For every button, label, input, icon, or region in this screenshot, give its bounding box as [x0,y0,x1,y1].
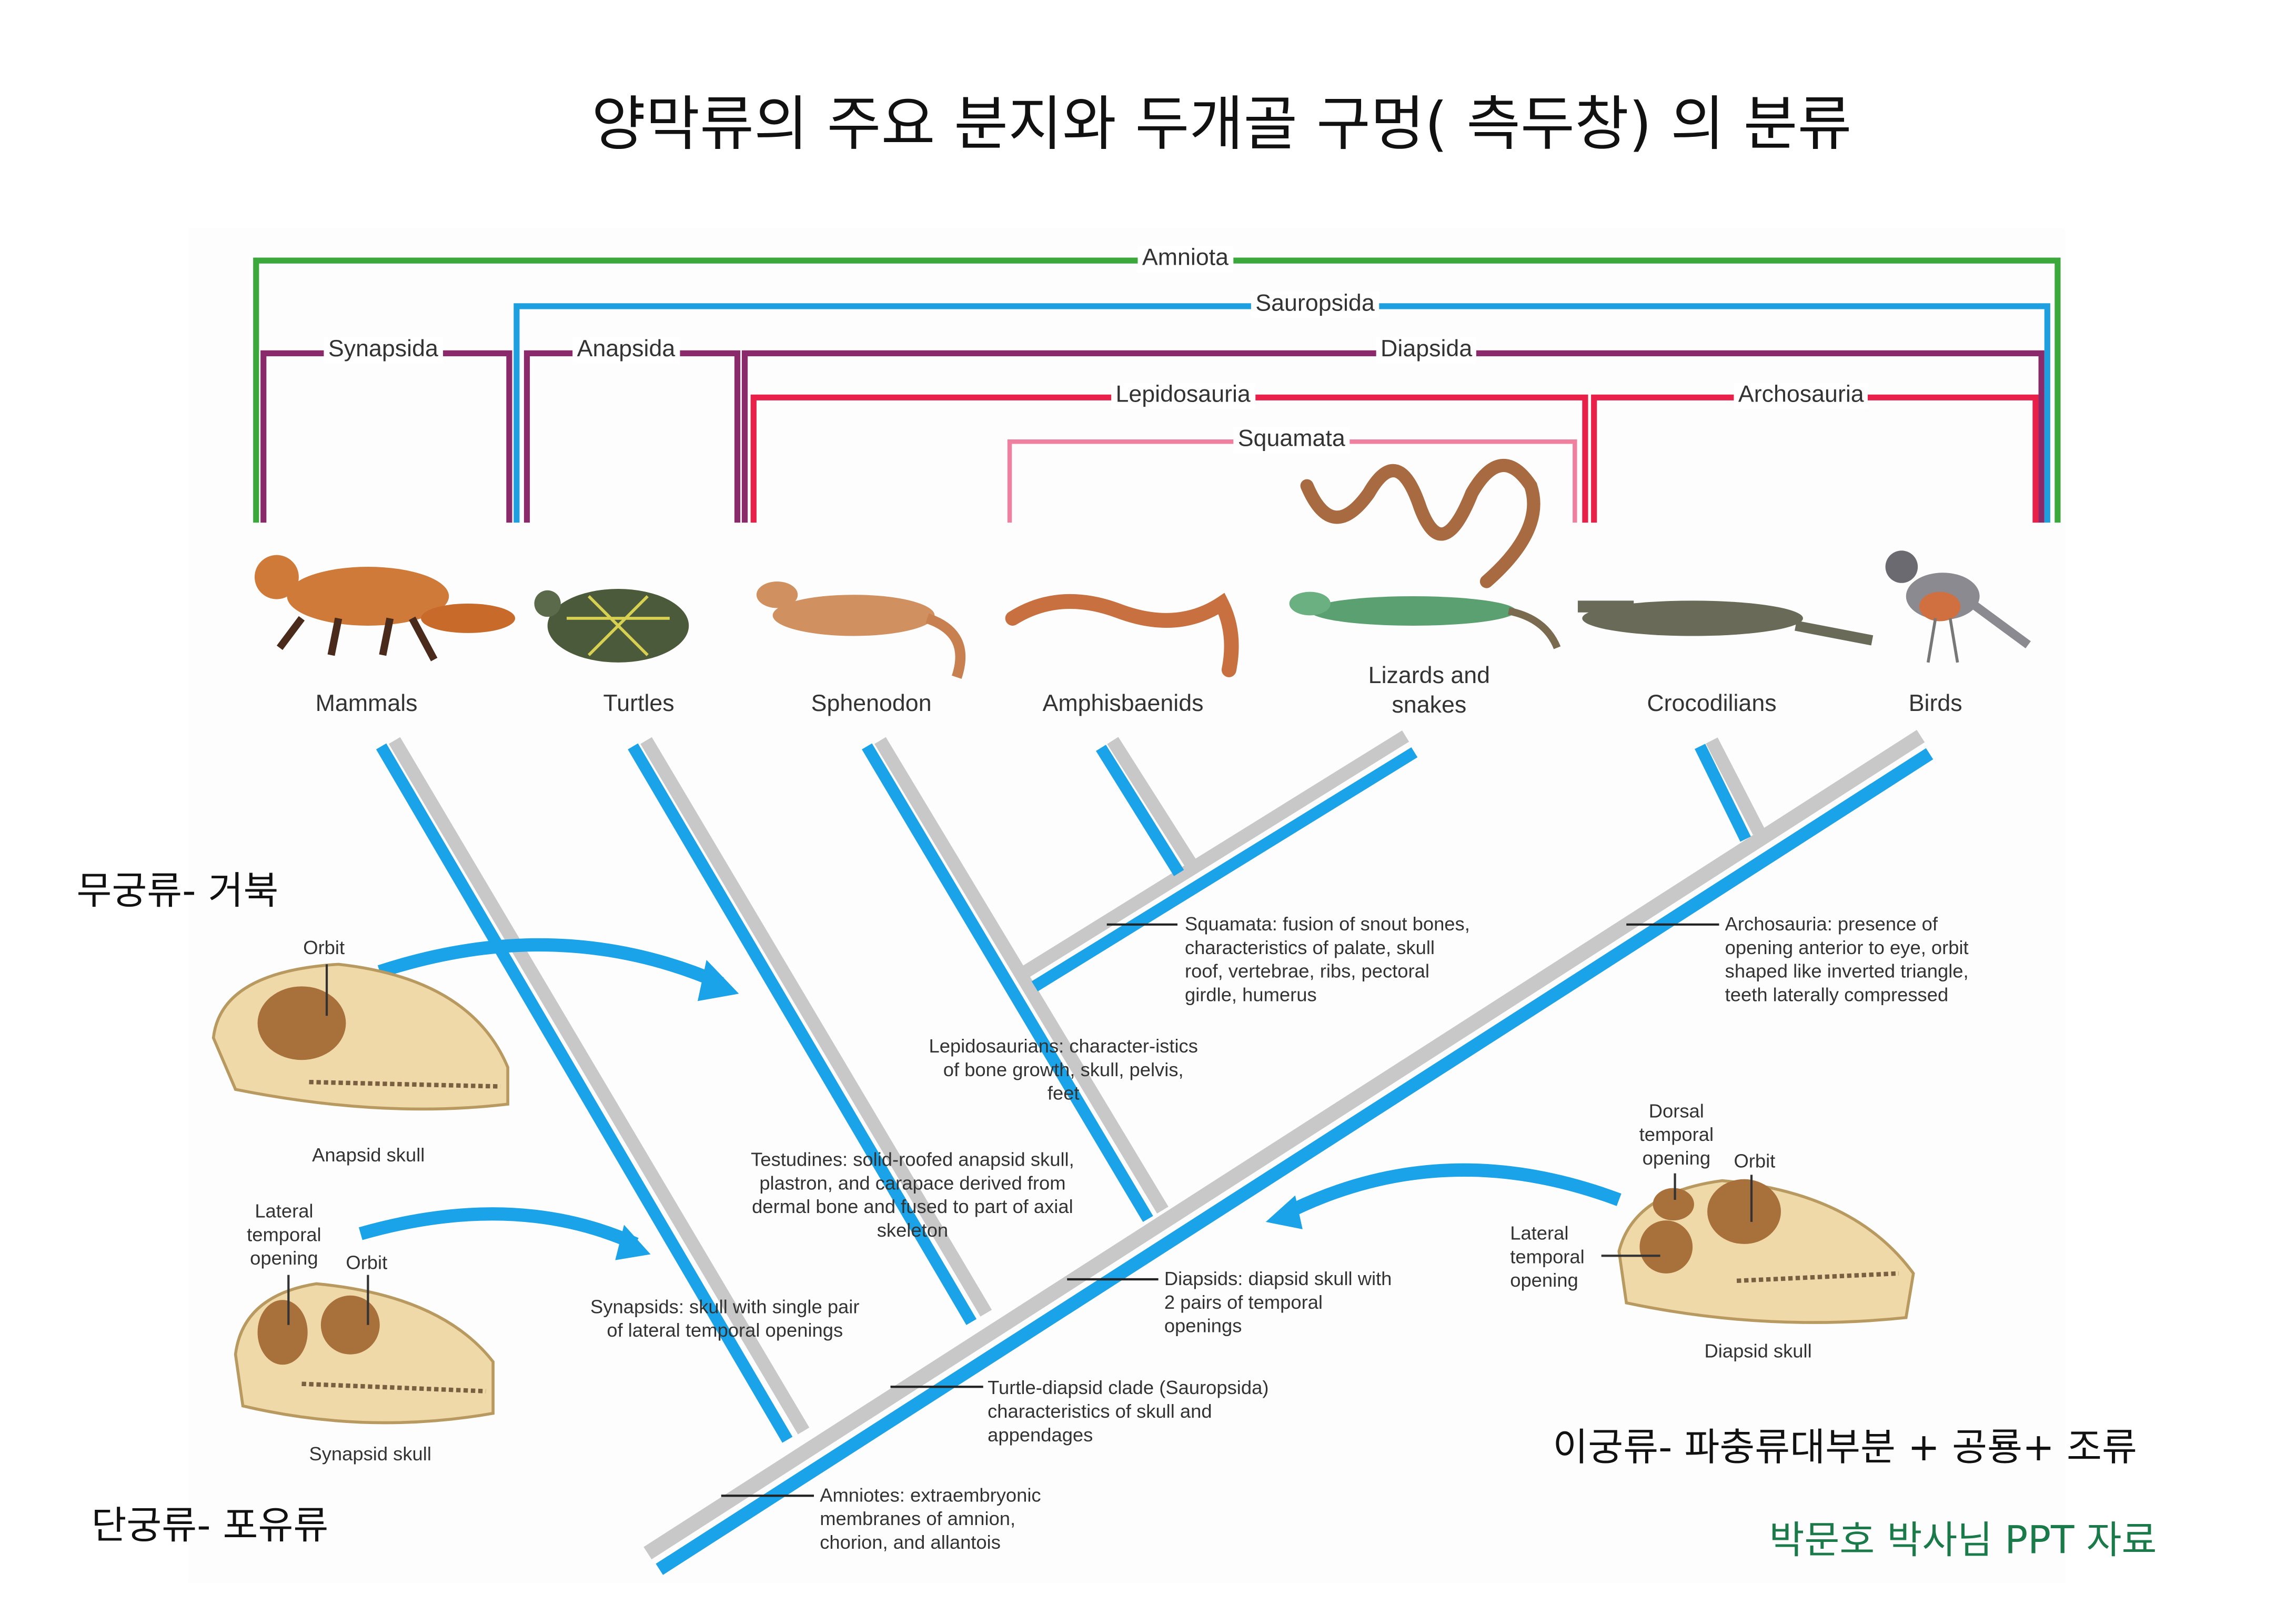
squamata-branch [1022,730,1418,991]
turtles-branch [628,737,992,1325]
taxon-turtles: Turtles [603,691,674,717]
bird-illustration [1885,550,2031,663]
credit-text: 박문호 박사님 PPT 자료 [1769,1519,2157,1563]
synapsid-lateral-label: Lateral temporal opening [247,1199,321,1269]
note-lepidosaurians: Lepidosaurians: character-istics of bone… [929,1035,1198,1105]
taxon-sphenodon: Sphenodon [811,691,932,717]
taxon-amphisbaenids: Amphisbaenids [1042,691,1204,717]
squamata-bracket [1007,439,1577,523]
korean-label-anapsid: 무궁류- 거북 [76,870,279,915]
clade-label-diapsida: Diapsida [1376,337,1477,364]
diapsid-lateral-label: Lateral temporal opening [1510,1221,1585,1291]
synapsid-orbit-label: Orbit [346,1251,388,1274]
clade-label-squamata: Squamata [1233,427,1350,454]
clade-label-synapsida: Synapsida [324,337,443,364]
lizard-illustration [1289,592,1561,649]
archosauria-bracket [1591,394,2039,523]
taxon-birds: Birds [1908,691,1962,717]
amphisbaenids-branch [1096,737,1198,876]
diapsid-dorsal-label: Dorsal temporal opening [1639,1099,1714,1169]
crocodile-illustration [1577,600,1874,646]
trunk-branch [643,729,1934,1575]
anapsid-orbit-label: Orbit [303,936,345,959]
taxon-lizards-and-snakes: Lizards and snakes [1368,664,1491,719]
clade-label-anapsida: Anapsida [572,337,680,364]
clade-label-sauropsida: Sauropsida [1251,291,1379,318]
korean-label-synapsid: 단궁류- 포유류 [91,1505,329,1549]
note-squamata: Squamata: fusion of snout bones, charact… [1184,913,1470,1006]
anapsid-skull-caption: Anapsid skull [312,1144,425,1166]
anapsid-arrow [377,938,724,990]
turtle-illustration [534,589,689,663]
note-testudines: Testudines: solid-roofed anapsid skull, … [751,1148,1074,1241]
clade-label-archosauria: Archosauria [1734,383,1869,409]
synapsid-arrow [358,1207,639,1250]
synapsid-skull-caption: Synapsid skull [309,1442,431,1465]
anapsid-arrowhead [698,959,739,1001]
taxon-mammals: Mammals [315,691,418,717]
synapsid-arrowhead [615,1225,651,1260]
crocodilians-branch [1695,737,1765,842]
note-synapsids: Synapsids: skull with single pair of lat… [590,1295,860,1341]
synapsida-bracket [260,350,512,523]
diapsida-bracket [741,350,2045,523]
note-turtle-diapsid: Turtle-diapsid clade (Sauropsida) charac… [988,1376,1269,1446]
diapsid-orbit-label: Orbit [1734,1149,1776,1172]
amphisbaenid-illustration [1005,593,1239,677]
korean-label-diapsid: 이궁류- 파충류대부분 + 공룡+ 조류 [1553,1426,2137,1471]
note-diapsids: Diapsids: diapsid skull with 2 pairs of … [1164,1267,1392,1337]
sphenodon-illustration [756,582,966,679]
diapsid-skull-illustration [287,964,1915,1325]
clade-label-lepidosauria: Lepidosauria [1111,383,1255,409]
note-amniotes: Amniotes: extraembryonic membranes of am… [820,1483,1041,1553]
anapsida-bracket [523,350,741,523]
diapsid-skull-caption: Diapsid skull [1704,1339,1812,1362]
snake-illustration [1300,459,1540,588]
mammals-branch [376,737,810,1443]
diapsid-arrow [1280,1163,1622,1221]
clade-label-amniota: Amniota [1137,246,1233,273]
sphenodon-branch [862,737,1169,1222]
taxon-crocodilians: Crocodilians [1647,691,1777,717]
anapsid-skull-illustration [212,963,509,1111]
fox-illustration [254,555,516,661]
diapsid-arrowhead [1265,1195,1303,1229]
slide-title: 양막류의 주요 분지와 두개골 구멍( 측두창) 의 분류 [591,91,1852,159]
synapsid-skull-illustration [234,1282,495,1425]
note-archosauria: Archosauria: presence of opening anterio… [1725,913,1969,1006]
